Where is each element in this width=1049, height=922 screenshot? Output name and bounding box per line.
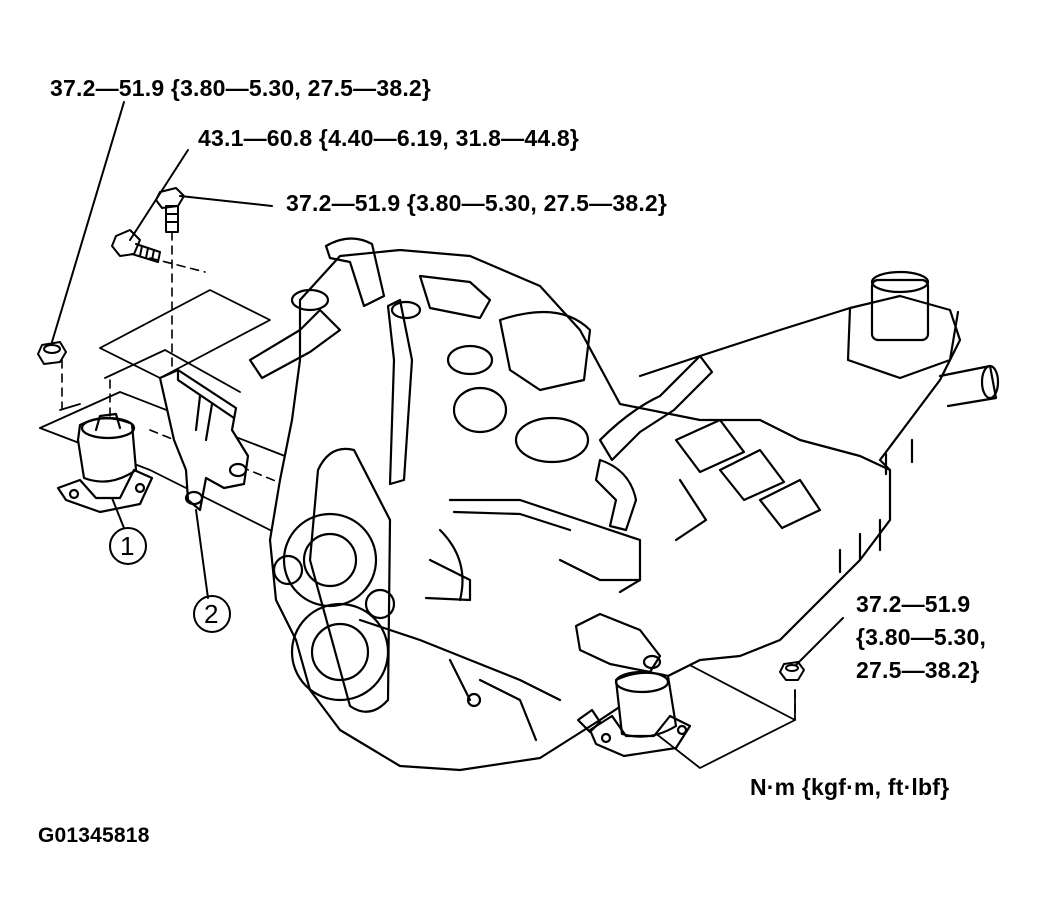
top-left-nut-icon [37,341,67,365]
torque-label-right-nut-line1: 37.2—51.9 [856,591,971,617]
units-label: N·m {kgf·m, ft·lbf} [750,774,950,800]
figure-id: G01345818 [38,824,150,847]
callout-number-1: 1 [120,531,135,561]
engine-block [248,237,1000,772]
torque-label-right-nut-line3: 27.5—38.2} [856,657,980,683]
torque-label-mount-bolt: 37.2—51.9 {3.80—5.30, 27.5—38.2} [286,190,668,216]
torque-label-top-left-nut: 37.2—51.9 {3.80—5.30, 27.5—38.2} [50,75,432,101]
callout-number-2: 2 [204,599,219,629]
right-nut-icon [779,661,805,681]
torque-label-bracket-bolt: 43.1—60.8 {4.40—6.19, 31.8—44.8} [198,125,580,151]
mount-bolt-icon [155,187,185,233]
mount-plane-left [39,289,291,541]
bracket-bolt-icon [111,229,161,263]
engine-bracket-2 [158,368,250,512]
callout-1 [109,497,147,565]
callout-2 [193,509,231,633]
torque-label-right-nut-line2: {3.80—5.30, [856,624,987,650]
engine-mount-1 [56,412,154,514]
engine-mount-right [574,612,692,758]
